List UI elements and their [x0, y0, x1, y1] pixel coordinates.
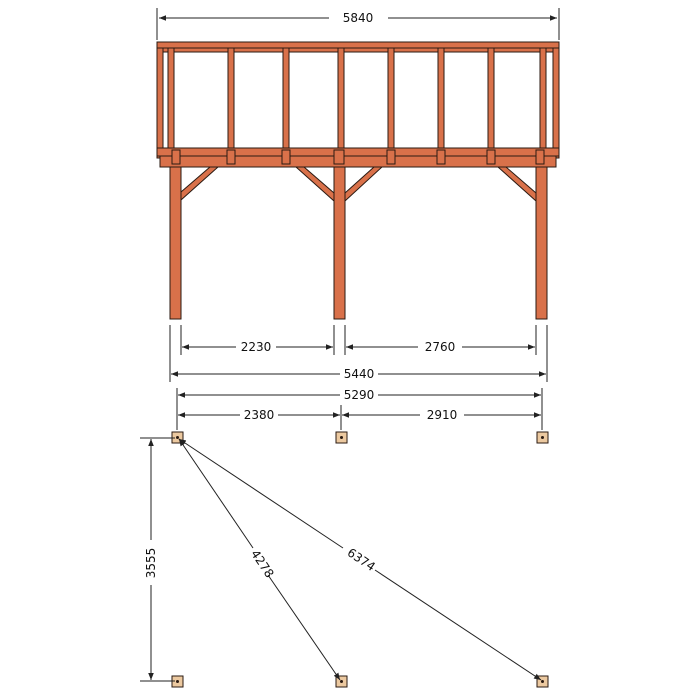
vertical-slats: [156, 47, 560, 159]
front-elevation: 5840: [156, 8, 560, 382]
top-rail-inner: [156, 47, 560, 53]
footing-pad-front-right: [536, 431, 549, 444]
post-outer-label: 5440: [344, 367, 375, 381]
span-left-label: 2230: [241, 340, 272, 354]
span-right-label: 2760: [425, 340, 456, 354]
plan-outer-label: 5290: [344, 388, 375, 402]
plan-span-right-label: 2910: [427, 408, 458, 422]
plan-diagonal-short: 4278: [178, 438, 341, 681]
overall-width-label: 5840: [343, 11, 374, 25]
plan-span-left-label: 2380: [244, 408, 275, 422]
main-beam-lower: [159, 155, 557, 168]
footing-pad-back-middle: [335, 675, 348, 688]
foundation-plan: 5290 2380 2910: [140, 388, 549, 688]
plan-dimension-spans: 2380 2910: [178, 405, 541, 430]
post-right: [535, 166, 548, 320]
dimension-post-outer: 5440: [169, 325, 548, 382]
plan-diagonal-long-label: 6374: [345, 545, 378, 574]
footing-pad-back-right: [536, 675, 549, 688]
plan-diagonal-long: 6374: [178, 438, 542, 681]
plan-depth-label: 3555: [144, 548, 158, 579]
main-beam-upper: [156, 147, 560, 157]
post-left: [169, 166, 182, 320]
dimension-overall-width: 5840: [156, 8, 560, 40]
knee-braces: [180, 166, 537, 203]
dimension-spans: 2230 2760: [180, 325, 537, 355]
top-rail: [156, 41, 560, 49]
plan-dimension-depth: 3555: [140, 437, 175, 682]
plan-diagonal-short-label: 4278: [248, 547, 277, 580]
posts: [169, 166, 548, 320]
joist-caps: [171, 149, 545, 165]
footing-pad-front-middle: [335, 431, 348, 444]
post-middle: [333, 166, 346, 320]
plan-dimension-outer: 5290: [176, 388, 543, 430]
